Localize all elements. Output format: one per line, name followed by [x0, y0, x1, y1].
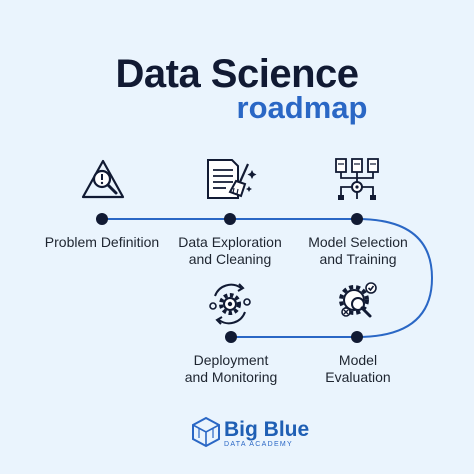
- warning-magnifier-icon: [81, 159, 125, 199]
- brand-name: Big Blue: [224, 418, 310, 441]
- brand: Big Blue DATA ACADEMY: [224, 419, 309, 448]
- connector-line: [102, 218, 434, 338]
- gear-magnifier-icon: [339, 282, 377, 318]
- step-node-4: [351, 331, 363, 343]
- documents-network-icon: [335, 158, 379, 200]
- step-node-5: [225, 331, 237, 343]
- brand-tagline: DATA ACADEMY: [224, 441, 294, 448]
- step-label-problem-definition: Problem Definition: [44, 234, 160, 250]
- page-subtitle: roadmap: [236, 90, 368, 125]
- step-label-model-evaluation: Model Evaluation: [325, 352, 391, 385]
- document-brush-icon: [207, 159, 257, 199]
- step-label-data-exploration: Data Exploration and Cleaning: [178, 234, 282, 267]
- step-label-deployment: Deployment and Monitoring: [184, 352, 278, 385]
- step-node-2: [224, 213, 236, 225]
- step-node-1: [96, 213, 108, 225]
- step-label-model-selection: Model Selection and Training: [308, 234, 408, 267]
- cube-logo-icon: [192, 416, 220, 448]
- gears-cycle-icon: [209, 283, 251, 325]
- page-title: Data Science: [115, 52, 359, 96]
- step-node-3: [351, 213, 363, 225]
